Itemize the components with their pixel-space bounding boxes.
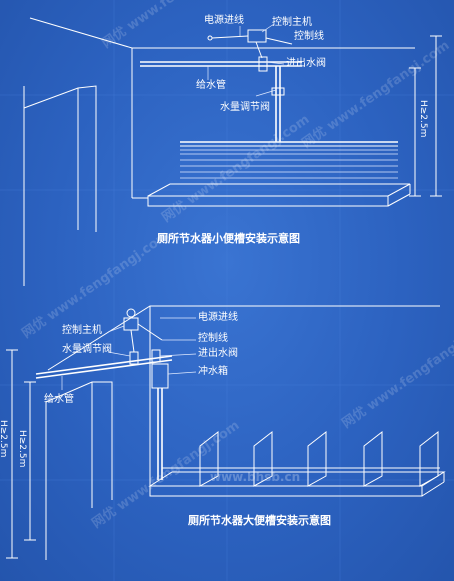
lower-trough-partitions bbox=[148, 430, 446, 497]
lower-label-power-line: 电源进线 bbox=[198, 312, 238, 323]
lower-label-inlet-outlet-valve: 进出水阀 bbox=[198, 348, 238, 359]
lower-label-height-inner: H≥2.5m bbox=[17, 430, 27, 468]
upper-spray-manifold bbox=[180, 141, 398, 179]
upper-label-water-pipe: 给水管 bbox=[196, 80, 226, 91]
lower-label-height-outer: H≥2.5m bbox=[0, 420, 8, 458]
upper-trough bbox=[147, 183, 411, 207]
lower-room-outline bbox=[45, 305, 440, 560]
watermark-center: www.bhsb.cn bbox=[210, 470, 301, 484]
lower-pipes bbox=[35, 308, 440, 480]
upper-height-dimension bbox=[409, 35, 442, 197]
upper-label-power-line: 电源进线 bbox=[204, 15, 244, 26]
lower-label-flush-tank: 冲水箱 bbox=[198, 366, 228, 377]
upper-label-inlet-outlet-valve: 进出水阀 bbox=[286, 58, 326, 69]
upper-label-control-line: 控制线 bbox=[294, 31, 324, 42]
upper-room-outline bbox=[23, 17, 415, 286]
lower-label-controller: 控制主机 bbox=[62, 325, 102, 336]
upper-pipes bbox=[140, 23, 302, 142]
lower-label-water-pipe: 给水管 bbox=[44, 394, 74, 405]
upper-caption: 厕所节水器小便槽安装示意图 bbox=[157, 232, 300, 245]
lower-label-control-line: 控制线 bbox=[198, 333, 228, 344]
upper-label-flow-valve: 水量调节阀 bbox=[220, 102, 270, 113]
lower-height-dimensions bbox=[6, 349, 36, 559]
upper-label-height: H≥2.5m bbox=[418, 100, 428, 138]
lower-caption: 厕所节水器大便槽安装示意图 bbox=[188, 514, 331, 527]
lower-label-flow-valve: 水量调节阀 bbox=[62, 344, 112, 355]
upper-label-controller: 控制主机 bbox=[272, 17, 312, 28]
